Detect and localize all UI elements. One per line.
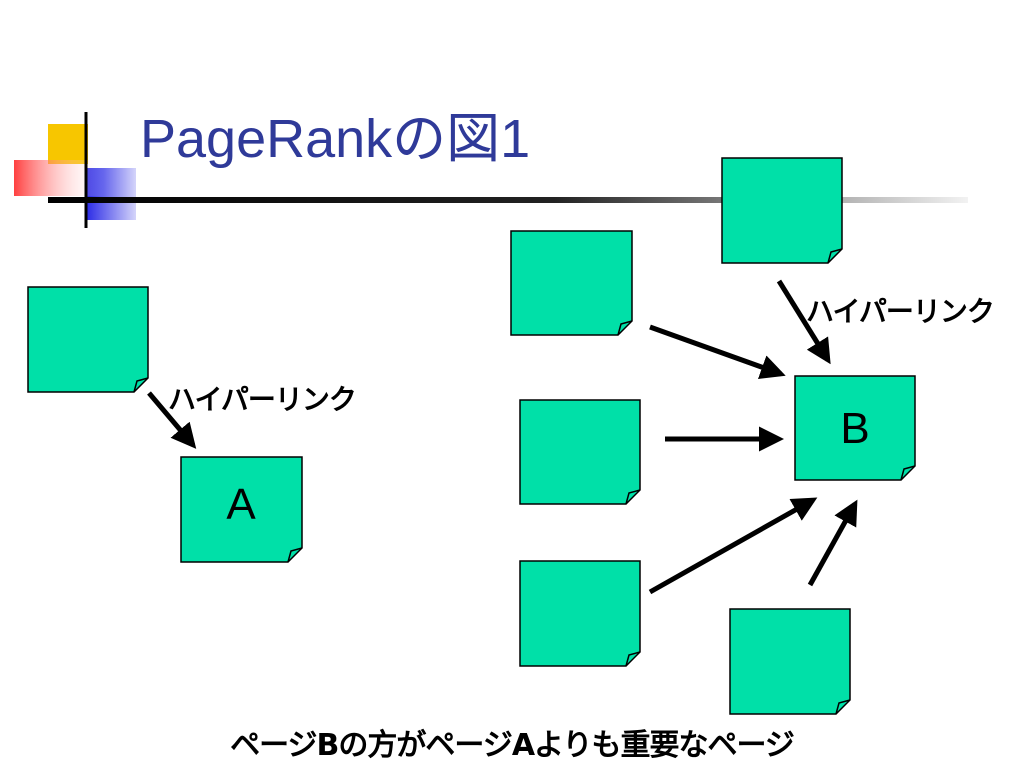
- link-arrow-2-to-b: [776, 279, 831, 365]
- corner-logo: [14, 112, 136, 228]
- link-arrow-5-to-b: [807, 499, 858, 587]
- hyperlink-label-left: ハイパーリンク: [168, 383, 357, 416]
- link-arrow-4-to-b: [648, 497, 818, 595]
- link-arrow-to-a: [147, 391, 197, 449]
- source-page-3: [519, 399, 641, 505]
- page-b-label: B: [840, 404, 870, 453]
- link-arrow-1-to-b: [649, 324, 786, 380]
- source-page-4: [519, 560, 641, 667]
- page-b-node: [794, 375, 916, 481]
- page-a-label: A: [226, 480, 256, 529]
- slide-caption: ページBの方がページAよりも重要なページ: [230, 728, 795, 763]
- title-underline: [48, 197, 968, 203]
- logo-yellow-square: [48, 124, 88, 164]
- source-page-1: [510, 230, 633, 336]
- hyperlink-label-right: ハイパーリンク: [806, 295, 995, 328]
- logo-red-bar: [14, 160, 104, 196]
- source-page-left: [27, 286, 149, 393]
- slide-title: PageRankの図1: [140, 109, 531, 169]
- page-a-node: [180, 456, 303, 563]
- source-page-5: [729, 608, 851, 715]
- source-page-2: [721, 157, 843, 264]
